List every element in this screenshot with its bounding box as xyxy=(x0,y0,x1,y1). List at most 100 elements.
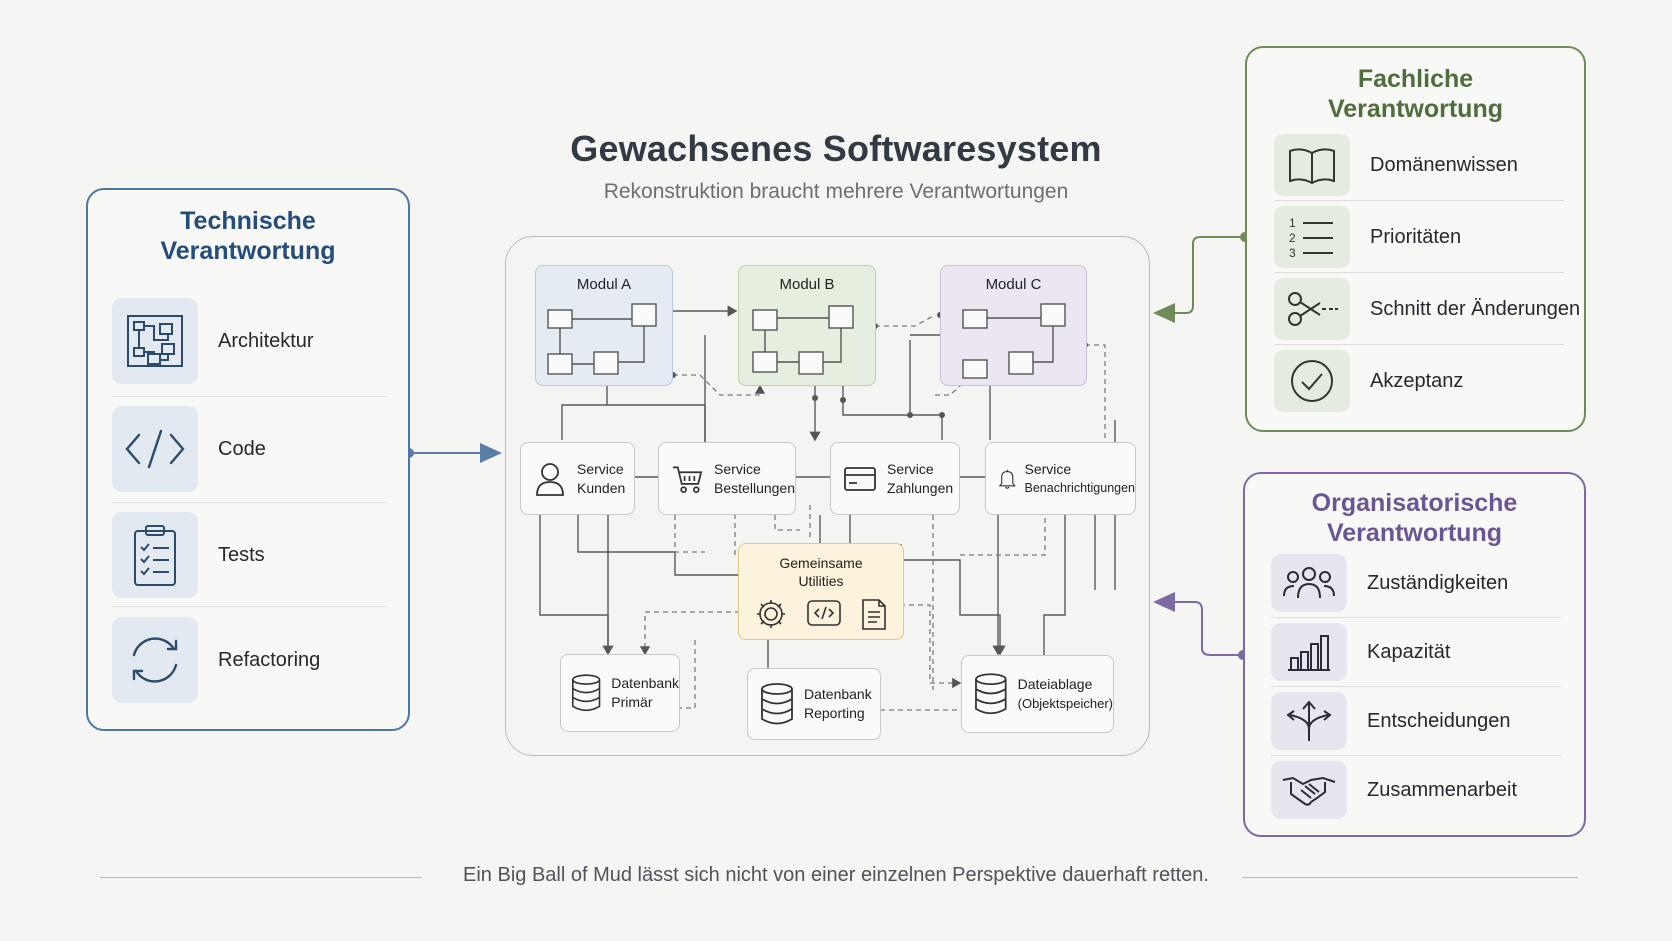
service-benachrichtigungen-line1: Service xyxy=(1024,460,1072,477)
checklist-icon xyxy=(134,525,176,586)
technical-heading: Technische Verantwortung xyxy=(160,207,336,265)
document-icon xyxy=(862,599,886,630)
capacity-tile xyxy=(1271,623,1347,681)
cut-tile xyxy=(1274,278,1350,340)
module-c[interactable]: Modul C xyxy=(940,265,1087,386)
tests-label: Tests xyxy=(218,543,265,566)
architecture-icon xyxy=(127,315,183,367)
module-b-components xyxy=(752,305,854,375)
functional-item-priorities[interactable]: 1 2 3 Prioritäten xyxy=(1274,206,1461,268)
technical-item-tests[interactable]: Tests xyxy=(112,512,265,598)
store-primary-line2: Primär xyxy=(611,694,653,710)
technical-item-refactoring[interactable]: Refactoring xyxy=(112,617,320,703)
responsibility-label: Zuständigkeiten xyxy=(1367,571,1509,594)
acceptance-label: Akzeptanz xyxy=(1370,369,1464,392)
bar-chart-icon xyxy=(1288,635,1330,671)
domain-tile xyxy=(1274,134,1350,196)
footer-rule-right xyxy=(1242,877,1578,878)
code-tile xyxy=(112,406,198,492)
organizational-item-collaboration[interactable]: Zusammenarbeit xyxy=(1271,761,1517,819)
collaboration-label: Zusammenarbeit xyxy=(1367,778,1518,801)
responsibility-tile xyxy=(1271,554,1347,612)
domain-label: Domänenwissen xyxy=(1370,153,1518,176)
organizational-item-decisions[interactable]: Entscheidungen xyxy=(1271,692,1510,750)
module-b[interactable]: Modul B xyxy=(738,265,876,386)
handshake-icon xyxy=(1282,776,1336,806)
module-a-components xyxy=(547,303,657,375)
functional-item-domain[interactable]: Domänenwissen xyxy=(1274,134,1518,196)
organizational-heading: Organisatorische Verantwortung xyxy=(1311,489,1518,547)
store-primary-line1: Datenbank xyxy=(611,675,679,691)
module-b-label: Modul B xyxy=(779,276,835,293)
service-bestellungen-line2: Bestellungen xyxy=(714,479,795,496)
technical-item-code[interactable]: Code xyxy=(112,406,266,492)
technical-item-architecture[interactable]: Architektur xyxy=(112,298,314,384)
service-kunden-line1: Service xyxy=(577,460,624,477)
page-subtitle: Rekonstruktion braucht mehrere Verantwor… xyxy=(603,180,1069,203)
cut-label: Schnitt der Änderungen xyxy=(1370,297,1581,320)
functional-panel: Fachliche Verantwortung Domänenwissen 1 … xyxy=(1245,46,1586,432)
svg-text:2: 2 xyxy=(1289,231,1296,245)
organizational-connector xyxy=(1153,592,1243,656)
decisions-tile xyxy=(1271,692,1347,750)
organizational-item-responsibility[interactable]: Zuständigkeiten xyxy=(1271,554,1508,612)
service-bestellungen-line1: Service xyxy=(714,460,761,477)
module-c-label: Modul C xyxy=(985,276,1042,293)
code-label: Code xyxy=(218,437,266,460)
utilities-line1: Gemeinsame xyxy=(779,555,863,571)
functional-item-acceptance[interactable]: Akzeptanz xyxy=(1274,350,1463,412)
gear-icon xyxy=(757,600,785,628)
priorities-label: Prioritäten xyxy=(1370,225,1462,248)
refresh-icon xyxy=(132,637,178,683)
organizational-item-capacity[interactable]: Kapazität xyxy=(1271,623,1450,681)
database-icon xyxy=(975,673,1007,715)
architecture-label: Architektur xyxy=(218,329,314,352)
decisions-label: Entscheidungen xyxy=(1367,709,1511,732)
module-a-label: Modul A xyxy=(576,276,632,293)
collaboration-tile xyxy=(1271,761,1347,819)
utilities-icons xyxy=(757,599,886,630)
service-zahlungen-line1: Service xyxy=(887,460,934,477)
database-icon xyxy=(761,683,793,725)
tests-tile xyxy=(112,512,198,598)
footer-caption: Ein Big Ball of Mud lässt sich nicht von… xyxy=(463,864,1209,886)
organizational-panel: Organisatorische Verantwortung Zuständig… xyxy=(1243,472,1586,837)
svg-text:3: 3 xyxy=(1289,246,1296,259)
shared-utilities[interactable]: Gemeinsame Utilities xyxy=(738,543,904,640)
bell-icon xyxy=(998,469,1016,489)
utilities-title: Gemeinsame Utilities xyxy=(739,554,903,590)
svg-text:1: 1 xyxy=(1289,216,1296,230)
service-benachrichtigungen-line2: Benachrichtigungen xyxy=(1024,480,1136,495)
service-zahlungen-line2: Zahlungen xyxy=(887,479,954,496)
page-title: Gewachsenes Softwaresystem xyxy=(570,128,1102,169)
service-kunden-line2: Kunden xyxy=(577,479,626,496)
store-files-line1: Dateiablage xyxy=(1017,676,1093,692)
footer-rule-left xyxy=(100,877,422,878)
people-icon xyxy=(1283,567,1335,599)
scissors-icon xyxy=(1288,292,1338,326)
utilities-line2: Utilities xyxy=(798,573,844,589)
refactoring-label: Refactoring xyxy=(218,648,321,671)
code-icon xyxy=(125,429,185,469)
database-icon xyxy=(571,674,601,712)
functional-item-cut[interactable]: Schnitt der Änderungen xyxy=(1274,278,1580,340)
store-reporting-line2: Reporting xyxy=(804,705,865,721)
code-snippet-icon xyxy=(807,600,841,626)
store-files-line2: (Objektspeicher) xyxy=(1017,696,1113,711)
branch-arrows-icon xyxy=(1286,700,1332,741)
capacity-label: Kapazität xyxy=(1367,640,1451,663)
store-files[interactable]: Dateiablage (Objektspeicher) xyxy=(961,655,1114,733)
technical-panel: Technische Verantwortung Architektur Cod… xyxy=(86,188,410,731)
acceptance-tile xyxy=(1274,350,1350,412)
functional-connector xyxy=(1153,236,1245,323)
cart-icon xyxy=(672,465,703,493)
module-a[interactable]: Modul A xyxy=(535,265,673,386)
architecture-tile xyxy=(112,298,198,384)
store-reporting-line1: Datenbank xyxy=(804,686,872,702)
